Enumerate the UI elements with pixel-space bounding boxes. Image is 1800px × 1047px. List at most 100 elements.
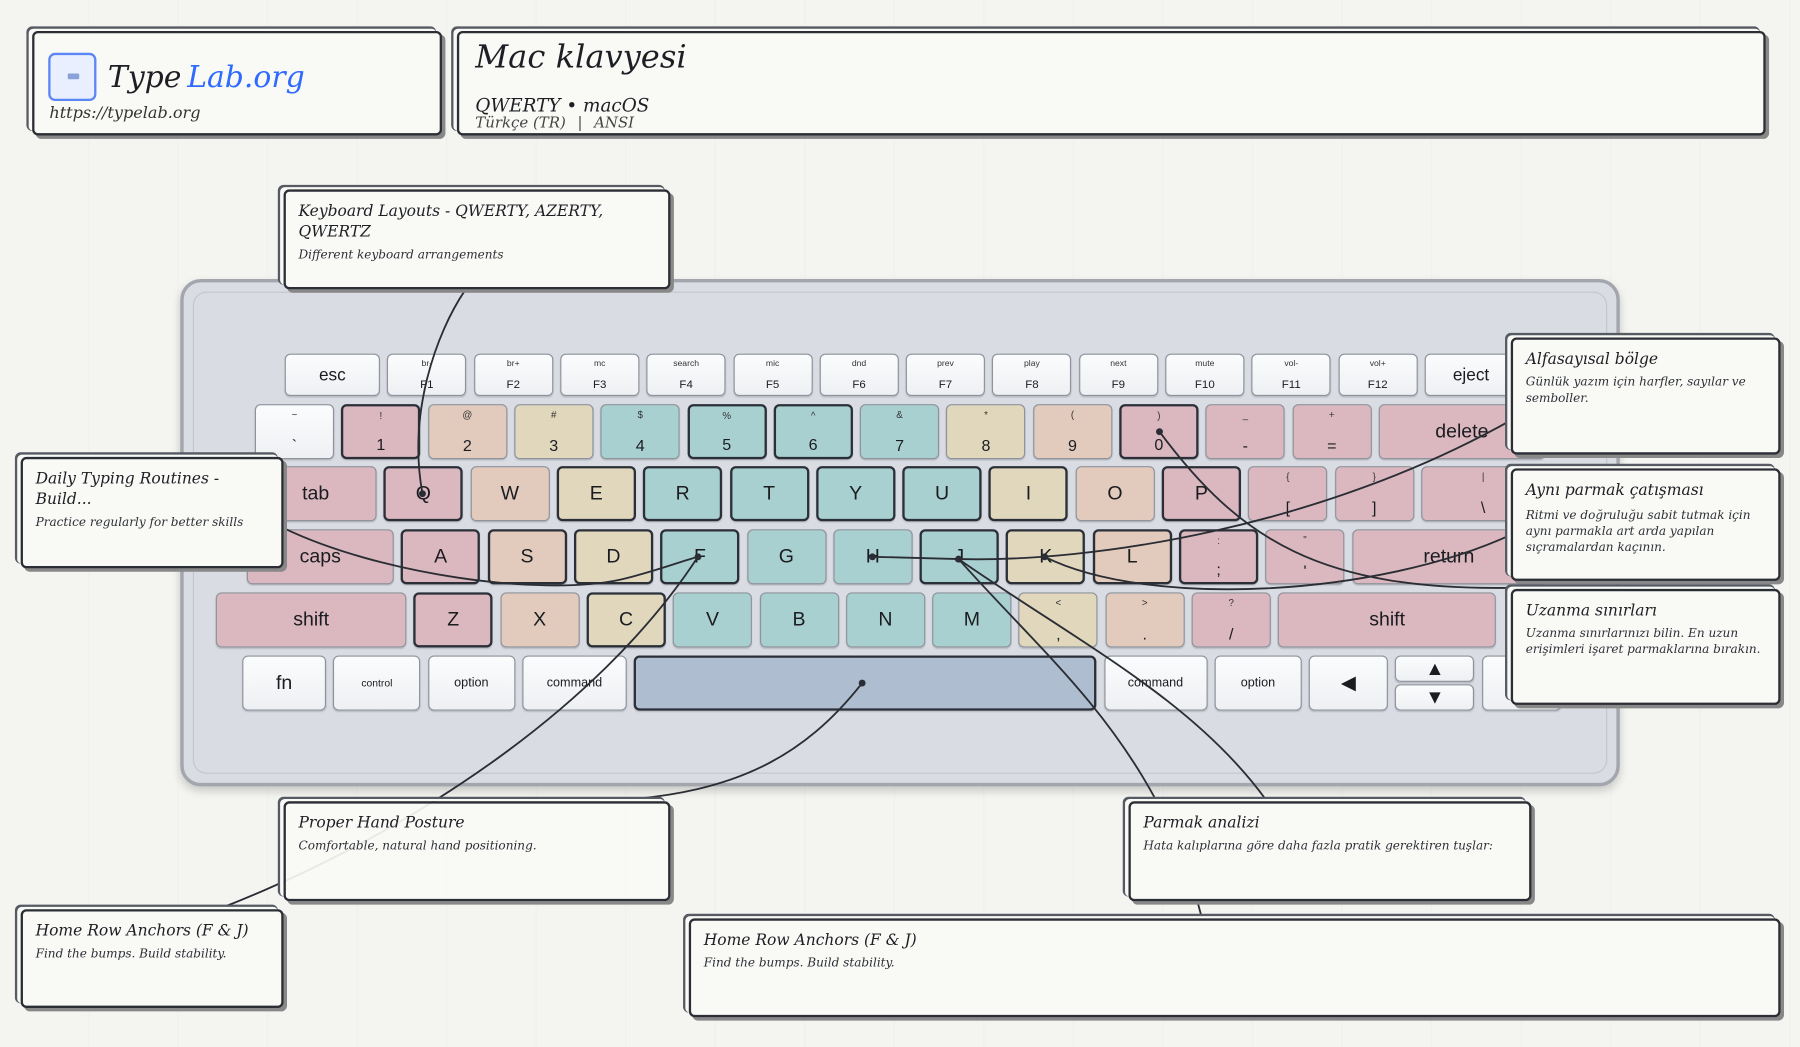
key-option[interactable]: option <box>427 655 515 711</box>
key-symbol[interactable]: >. <box>1105 592 1185 648</box>
key-5[interactable]: %5 <box>687 404 767 460</box>
key-p[interactable]: P <box>1161 466 1241 522</box>
key-legend: F6 <box>852 378 866 392</box>
key-d[interactable]: D <box>573 529 654 585</box>
key-symbol[interactable]: }] <box>1334 466 1414 522</box>
key-symbol[interactable]: <, <box>1018 592 1098 648</box>
callout-title: Daily Typing Routines - Build... <box>35 469 220 509</box>
layout-name: QWERTY <box>475 94 561 116</box>
key-function-legend: next <box>1110 358 1127 369</box>
key-symbol[interactable]: "' <box>1265 529 1345 585</box>
key-1[interactable]: !1 <box>341 404 421 460</box>
callout-title: Uzanma sınırları <box>1525 601 1657 620</box>
key-shift[interactable]: shift <box>1278 592 1497 648</box>
key-function-legend: mic <box>765 358 780 369</box>
key-legend: ] <box>1372 498 1377 517</box>
key-legend: F9 <box>1111 378 1126 392</box>
key-i[interactable]: I <box>988 466 1069 522</box>
key-l[interactable]: L <box>1092 529 1172 585</box>
key-legend: C <box>619 608 634 631</box>
key-legend: 1 <box>376 435 386 454</box>
key-symbol[interactable]: ◀ <box>1308 655 1389 711</box>
key-legend: B <box>792 608 806 631</box>
key-0[interactable]: )0 <box>1119 404 1199 460</box>
key-m[interactable]: M <box>932 592 1012 648</box>
key-z[interactable]: Z <box>413 592 493 648</box>
callout-desc: Comfortable, natural hand positioning. <box>298 839 537 853</box>
key-e[interactable]: E <box>556 466 636 522</box>
key-h[interactable]: H <box>833 529 913 585</box>
key-4[interactable]: $4 <box>600 404 680 460</box>
key-7[interactable]: &7 <box>859 404 940 460</box>
key-j[interactable]: J <box>919 529 999 585</box>
key-command[interactable]: command <box>522 655 627 711</box>
key-t[interactable]: T <box>729 466 809 522</box>
key-fn[interactable]: fn <box>242 655 327 711</box>
key-6[interactable]: ^6 <box>773 404 853 460</box>
key-shift-legend: # <box>551 408 557 421</box>
key-s[interactable]: S <box>487 529 567 585</box>
key-f[interactable]: F <box>660 529 740 585</box>
key-g[interactable]: G <box>746 529 826 585</box>
key-esc[interactable]: esc <box>284 353 380 397</box>
key-legend: F <box>693 545 706 568</box>
key-f1[interactable]: br-F1 <box>387 353 467 397</box>
key-b[interactable]: B <box>759 592 839 648</box>
key-symbol[interactable]: ?/ <box>1191 592 1271 648</box>
key-control[interactable]: control <box>333 655 421 711</box>
key-q[interactable]: Q <box>383 466 463 522</box>
key-9[interactable]: (9 <box>1032 404 1113 460</box>
key-o[interactable]: O <box>1075 466 1155 522</box>
key-a[interactable]: A <box>400 529 481 585</box>
key-f12[interactable]: vol+F12 <box>1338 353 1418 397</box>
key-symbol[interactable]: {[ <box>1248 466 1328 522</box>
key-symbol[interactable]: :; <box>1178 529 1259 585</box>
key-symbol[interactable]: += <box>1292 404 1372 460</box>
key-legend: ▼ <box>1425 685 1445 708</box>
key-option[interactable]: option <box>1214 655 1302 711</box>
key-n[interactable]: N <box>845 592 926 648</box>
key-legend: [ <box>1285 498 1291 517</box>
key-arrow-down[interactable]: ▼ <box>1395 684 1475 711</box>
key-8[interactable]: *8 <box>946 404 1026 460</box>
key-legend: 6 <box>808 435 818 454</box>
callout-title: Aynı parmak çatışması <box>1525 481 1704 500</box>
key-y[interactable]: Y <box>815 466 896 522</box>
key-shift[interactable]: shift <box>215 592 407 648</box>
key-r[interactable]: R <box>643 466 723 522</box>
key-u[interactable]: U <box>902 466 982 522</box>
key-command[interactable]: command <box>1103 655 1208 711</box>
key-f2[interactable]: br+F2 <box>473 353 553 397</box>
key-3[interactable]: #3 <box>514 404 594 460</box>
brand-name: Type <box>107 60 182 96</box>
key-c[interactable]: C <box>586 592 666 648</box>
key-v[interactable]: V <box>672 592 753 648</box>
key-k[interactable]: K <box>1006 529 1086 585</box>
key-eject[interactable]: eject <box>1424 353 1518 397</box>
key-legend: W <box>500 482 520 504</box>
key-symbol[interactable]: ~` <box>254 404 335 460</box>
key-legend: = <box>1327 436 1337 455</box>
callout-desc: Ritmi ve doğruluğu sabit tutmak için ayn… <box>1525 508 1751 555</box>
key-space[interactable] <box>633 655 1097 711</box>
brand-url[interactable]: https://typelab.org <box>49 104 201 123</box>
key-2[interactable]: @2 <box>427 404 507 460</box>
key-w[interactable]: W <box>470 466 550 522</box>
key-legend: U <box>934 482 950 504</box>
key-arrow-up[interactable]: ▲ <box>1395 655 1475 682</box>
key-f11[interactable]: vol-F11 <box>1251 353 1331 397</box>
key-symbol[interactable]: _- <box>1205 404 1285 460</box>
callout-title: Parmak analizi <box>1143 813 1260 833</box>
key-legend: 7 <box>895 436 905 455</box>
key-x[interactable]: X <box>500 592 580 648</box>
